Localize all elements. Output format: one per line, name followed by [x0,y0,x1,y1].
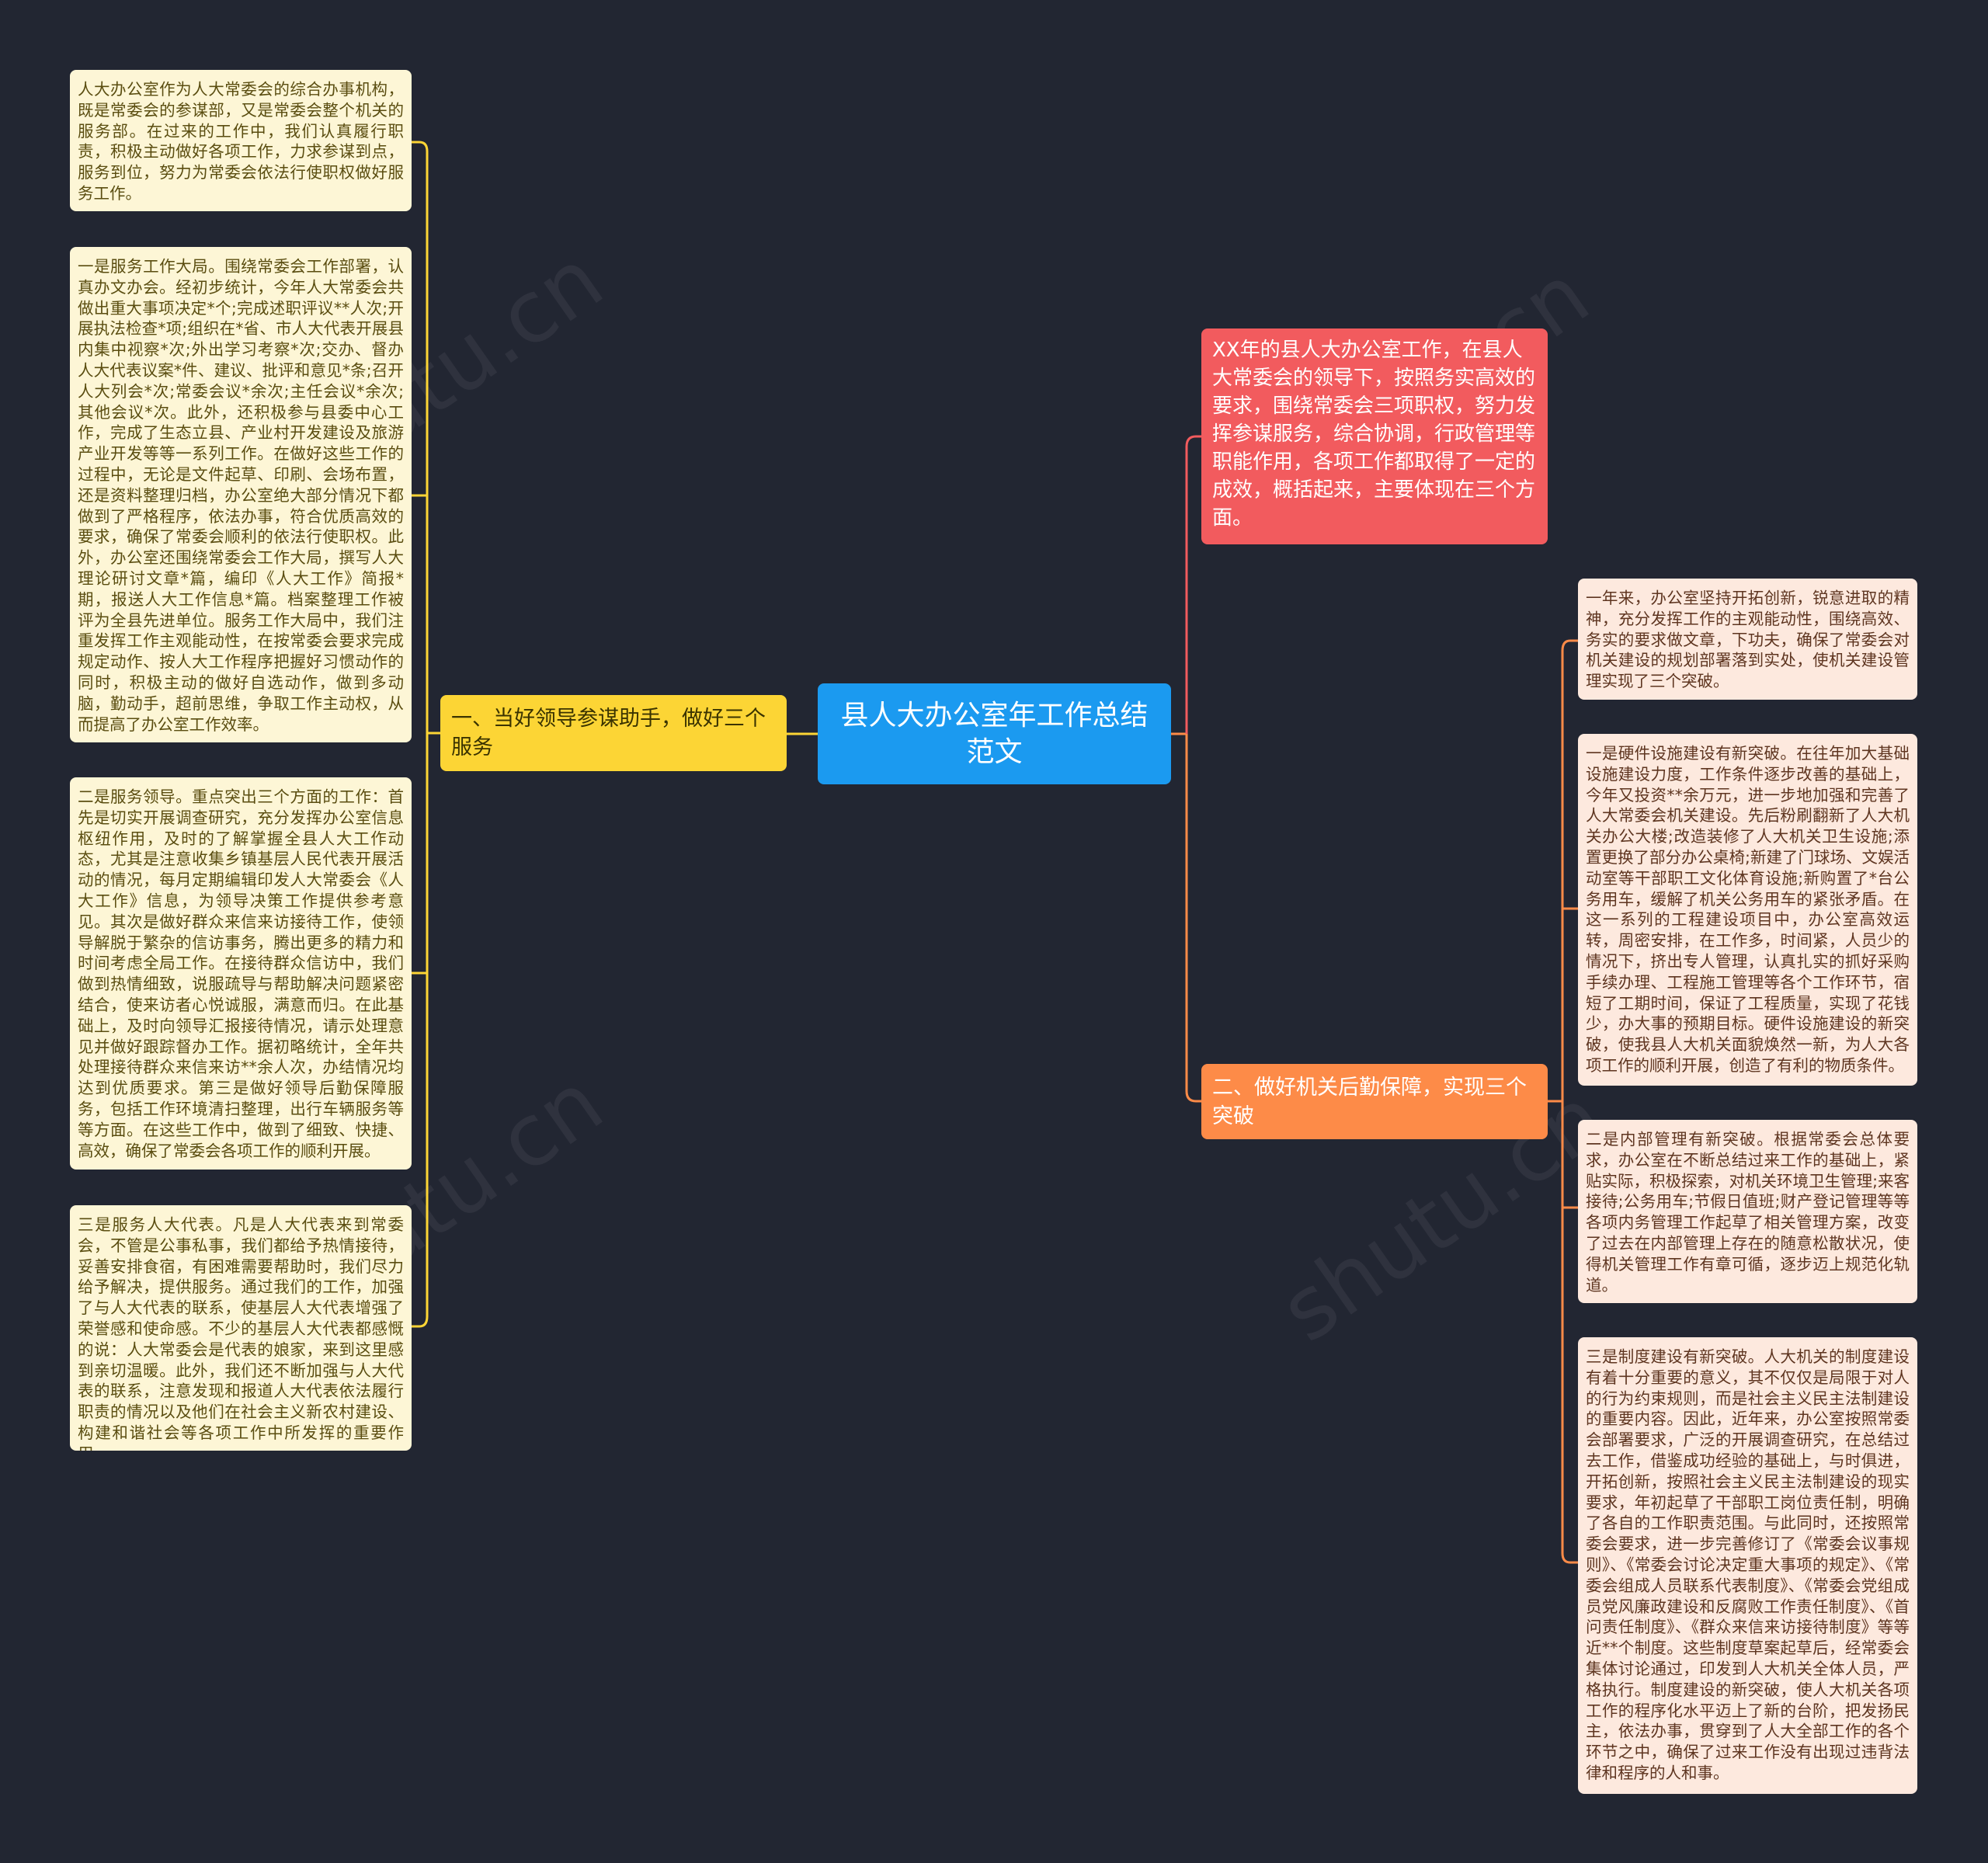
connector-center-intro [1185,435,1201,734]
branch-service-label: 一、当好领导参谋助手，做好三个服务 [451,707,766,759]
leaf-text: 三是制度建设有新突破。人大机关的制度建设有着十分重要的意义，其不仅仅是局限于对人… [1586,1347,1910,1782]
central-topic[interactable]: 县人大办公室年工作总结范文 [818,683,1171,784]
leaf-office-role[interactable]: 人大办公室作为人大常委会的综合办事机构，既是常委会的参谋部，又是常委会整个机关的… [70,70,412,211]
leaf-hardware[interactable]: 一是硬件设施建设有新突破。在往年加大基础设施建设力度，工作条件逐步改善的基础上，… [1578,734,1917,1086]
leaf-text: 一是服务工作大局。围绕常委会工作部署，认真办文办会。经初步统计，今年人大常委会共… [78,257,404,734]
leaf-serve-leaders[interactable]: 二是服务领导。重点突出三个方面的工作：首先是切实开展调查研究，充分发挥办公室信息… [70,777,412,1170]
leaf-text: 二是服务领导。重点突出三个方面的工作：首先是切实开展调查研究，充分发挥办公室信息… [78,787,404,1160]
leaf-innovation[interactable]: 一年来，办公室坚持开拓创新，锐意进取的精神，充分发挥工作的主观能动性，围绕高效、… [1578,579,1917,700]
connector-center-orange [1185,734,1201,1103]
leaf-institution-building[interactable]: 三是制度建设有新突破。人大机关的制度建设有着十分重要的意义，其不仅仅是局限于对人… [1578,1337,1917,1794]
leaf-text: 二是内部管理有新突破。根据常委会总体要求，办公室在不断总结过来工作的基础上，紧贴… [1586,1130,1910,1295]
connector-right-trunk [1548,639,1571,1564]
leaf-text: 一是硬件设施建设有新突破。在往年加大基础设施建设力度，工作条件逐步改善的基础上，… [1586,744,1910,1075]
connector-left-trunk [419,141,440,1328]
branch-intro-label: XX年的县人大办公室工作，在县人大常委会的领导下，按照务实高效的要求，围绕常委会… [1212,339,1536,530]
leaf-serve-overall[interactable]: 一是服务工作大局。围绕常委会工作部署，认真办文办会。经初步统计，今年人大常委会共… [70,247,412,742]
leaf-internal-management[interactable]: 二是内部管理有新突破。根据常委会总体要求，办公室在不断总结过来工作的基础上，紧贴… [1578,1120,1917,1303]
leaf-serve-deputies[interactable]: 三是服务人大代表。凡是人大代表来到常委会，不管是公事私事，我们都给予热情接待，妥… [70,1205,412,1451]
branch-logistics[interactable]: 二、做好机关后勤保障，实现三个突破 [1201,1064,1548,1139]
branch-intro[interactable]: XX年的县人大办公室工作，在县人大常委会的领导下，按照务实高效的要求，围绕常委会… [1201,328,1548,544]
leaf-text: 三是服务人大代表。凡是人大代表来到常委会，不管是公事私事，我们都给予热情接待，妥… [78,1215,404,1451]
leaf-text: 人大办公室作为人大常委会的综合办事机构，既是常委会的参谋部，又是常委会整个机关的… [78,80,404,203]
leaf-text: 一年来，办公室坚持开拓创新，锐意进取的精神，充分发挥工作的主观能动性，围绕高效、… [1586,589,1910,691]
central-topic-label: 县人大办公室年工作总结范文 [840,700,1149,768]
branch-logistics-label: 二、做好机关后勤保障，实现三个突破 [1212,1075,1527,1128]
branch-service[interactable]: 一、当好领导参谋助手，做好三个服务 [440,695,787,771]
